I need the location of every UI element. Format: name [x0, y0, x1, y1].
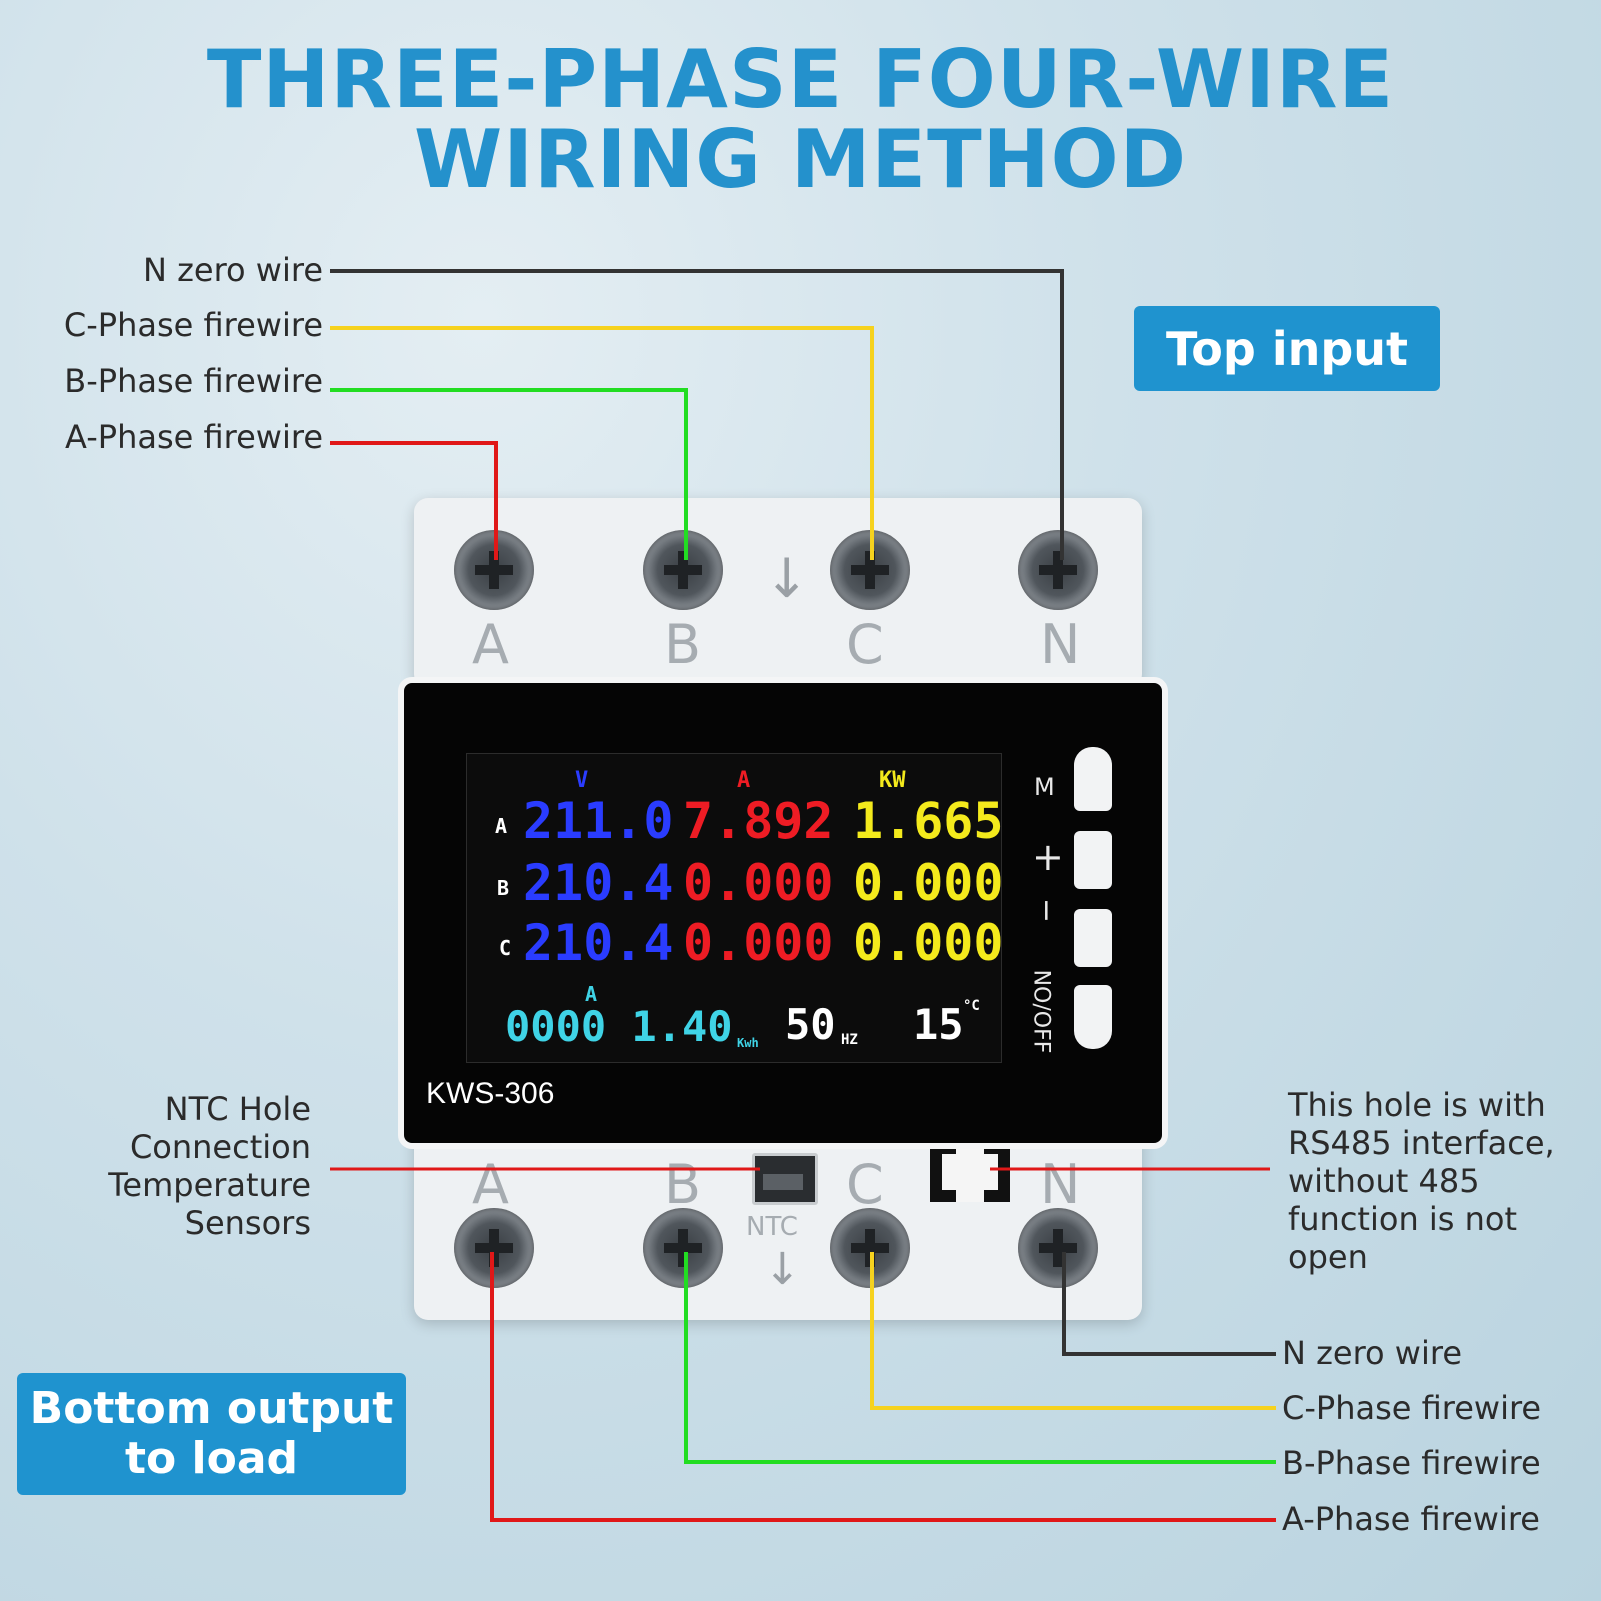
button-label-plus: +	[1032, 835, 1064, 879]
wire-b-top	[330, 388, 688, 560]
terminal-label-n-top: N	[1040, 613, 1081, 676]
lcd-kw-c: 0.000	[853, 914, 1004, 972]
lcd-frequency: 50	[785, 1000, 836, 1049]
wire-c-top	[330, 326, 874, 560]
top-input-badge: Top input	[1134, 306, 1440, 391]
wire-n-top	[330, 269, 1064, 560]
meter-top-housing	[414, 498, 1142, 688]
lcd-amp-b: 0.000	[683, 854, 834, 912]
lcd-phase-a: A	[495, 814, 508, 838]
lcd-amp-c: 0.000	[683, 914, 834, 972]
lcd-screen: V A KW A 211.0 7.892 1.665 B 210.4 0.000…	[466, 753, 1004, 1063]
label-bottom-n: N zero wire	[1282, 1334, 1462, 1372]
wire-b-bottom	[684, 1252, 1276, 1464]
lcd-phase-c: C	[499, 936, 512, 960]
lcd-amp-a: 7.892	[683, 792, 834, 850]
model-label: KWS-306	[426, 1077, 555, 1110]
lcd-volt-b: 210.4	[523, 854, 674, 912]
terminal-label-c-bottom: C	[846, 1153, 884, 1216]
terminal-screw-b-top	[643, 530, 723, 610]
down-arrow-icon-bottom: ↓	[764, 1244, 801, 1295]
lcd-header-kw: KW	[879, 768, 906, 793]
wire-n-bottom	[1062, 1252, 1276, 1356]
label-top-c: C-Phase firewire	[63, 306, 323, 344]
label-bottom-c: C-Phase firewire	[1282, 1389, 1542, 1427]
minus-button[interactable]	[1074, 909, 1112, 967]
ntc-note: NTC Hole Connection Temperature Sensors	[108, 1090, 311, 1242]
lcd-phase-b: B	[497, 876, 510, 900]
terminal-screw-b-bottom	[643, 1208, 723, 1288]
lcd-header-amp: A	[737, 768, 751, 793]
lcd-kw-b: 0.000	[853, 854, 1004, 912]
down-arrow-icon: ↓	[764, 547, 810, 610]
terminal-label-a-bottom: A	[472, 1153, 509, 1216]
terminal-label-a-top: A	[472, 613, 509, 676]
terminal-screw-n-top	[1018, 530, 1098, 610]
bottom-output-badge: Bottom output to load	[17, 1373, 406, 1495]
label-bottom-b: B-Phase firewire	[1282, 1444, 1541, 1482]
terminal-label-b-bottom: B	[664, 1153, 702, 1216]
rs485-note: This hole is with RS485 interface, witho…	[1288, 1086, 1555, 1276]
lcd-energy: 0000 1.40	[505, 1002, 733, 1051]
terminal-label-b-top: B	[664, 613, 702, 676]
terminal-screw-n-bottom	[1018, 1208, 1098, 1288]
ntc-socket	[752, 1153, 818, 1205]
lcd-energy-unit: Kwh	[737, 1036, 759, 1050]
label-top-n: N zero wire	[143, 251, 323, 289]
lcd-frequency-unit: HZ	[841, 1032, 858, 1048]
lcd-header-volt: V	[575, 768, 589, 793]
lcd-volt-a: 211.0	[523, 792, 674, 850]
ntc-label: NTC	[746, 1212, 798, 1242]
m-button[interactable]	[1074, 747, 1112, 811]
terminal-label-n-bottom: N	[1040, 1153, 1081, 1216]
lcd-temperature-unit: °C	[963, 998, 980, 1014]
plus-button[interactable]	[1074, 831, 1112, 889]
wire-c-bottom	[870, 1252, 1276, 1410]
page-title: THREE-PHASE FOUR-WIRE WIRING METHOD	[0, 40, 1601, 200]
lcd-temperature: 15	[913, 1000, 964, 1049]
onoff-button[interactable]	[1074, 985, 1112, 1049]
wire-a-top	[330, 441, 498, 560]
wire-a-bottom	[490, 1252, 1276, 1522]
lcd-kw-a: 1.665	[853, 792, 1004, 850]
button-label-m: M	[1034, 773, 1055, 801]
label-top-a: A-Phase firewire	[65, 418, 323, 456]
meter-display-panel: V A KW A 211.0 7.892 1.665 B 210.4 0.000…	[398, 677, 1168, 1149]
title-line-2: WIRING METHOD	[413, 113, 1188, 206]
title-line-1: THREE-PHASE FOUR-WIRE	[206, 33, 1395, 126]
terminal-label-c-top: C	[846, 613, 884, 676]
label-bottom-a: A-Phase firewire	[1282, 1500, 1540, 1538]
label-top-b: B-Phase firewire	[64, 362, 323, 400]
lcd-header-current-total: A	[585, 982, 598, 1006]
lcd-volt-c: 210.4	[523, 914, 674, 972]
